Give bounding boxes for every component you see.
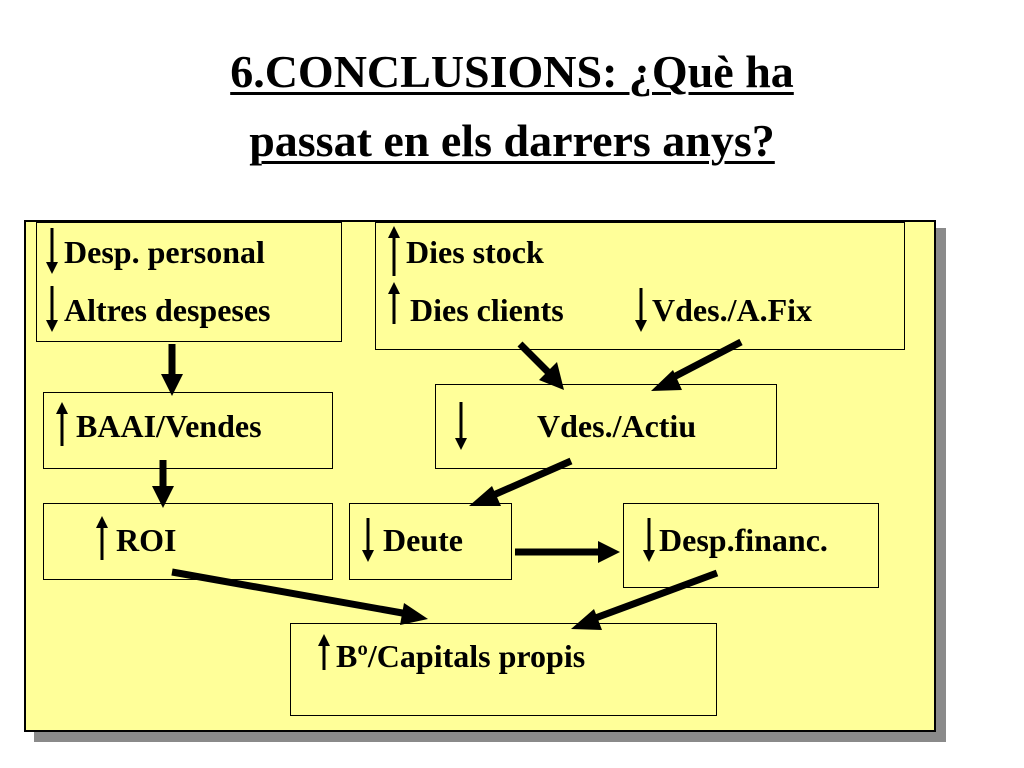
label-vdes-afix: Vdes./A.Fix	[652, 292, 812, 328]
label-dies-clients: Dies clients	[410, 292, 564, 328]
label-bo-capitals: Bº/Capitals propis	[336, 638, 586, 674]
box-rotations	[375, 222, 905, 350]
slide-title-line-1: 6.CONCLUSIONS: ¿Què ha	[0, 46, 1024, 98]
box-deute	[349, 503, 512, 580]
label-vdes-actiu: Vdes./Actiu	[537, 408, 697, 444]
label-baai-vendes: BAAI/Vendes	[76, 408, 262, 444]
label-desp-personal: Desp. personal	[64, 234, 265, 270]
title-text-2: passat en els darrers anys?	[249, 115, 775, 166]
slide-title-line-2: passat en els darrers anys?	[0, 115, 1024, 167]
box-desp-financ	[623, 503, 879, 588]
title-text-1: 6.CONCLUSIONS: ¿Què ha	[230, 46, 794, 97]
box-vdes-actiu	[435, 384, 777, 469]
label-altres-despeses: Altres despeses	[64, 292, 271, 328]
label-roi: ROI	[116, 522, 177, 558]
diagram-panel	[24, 220, 936, 732]
label-dies-stock: Dies stock	[406, 234, 544, 270]
box-baai-vendes	[43, 392, 333, 469]
box-bo-capitals	[290, 623, 717, 716]
box-roi	[43, 503, 333, 580]
label-desp-financ: Desp.financ.	[659, 522, 828, 558]
box-costs	[36, 222, 342, 342]
label-deute: Deute	[383, 522, 463, 558]
